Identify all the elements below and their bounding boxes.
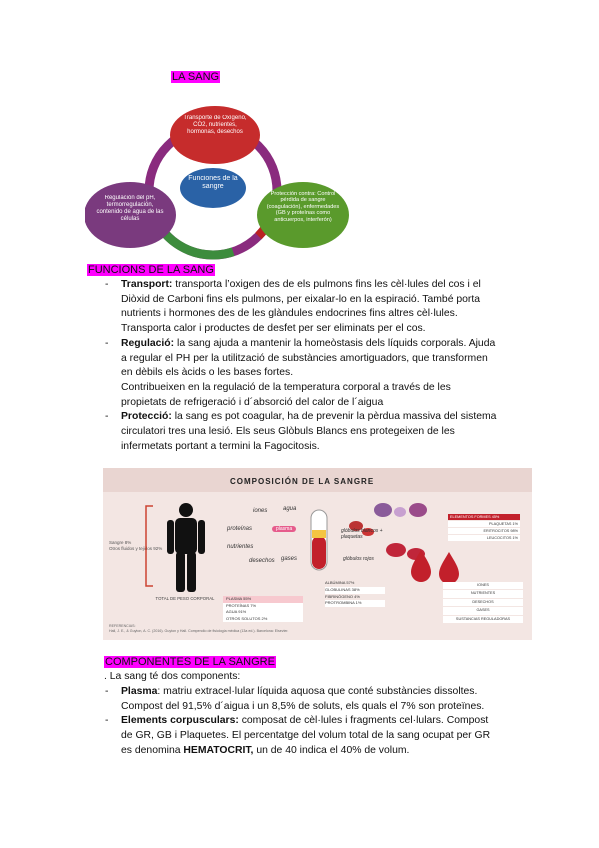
blood-cells-icon: [349, 503, 427, 560]
functions-list: Transport: transporta l’oxigen des de el…: [105, 278, 515, 454]
protection-label: Protección contra: Control pérdida de sa…: [266, 191, 340, 223]
regulation-label: Regulación del pH, termorregulación, con…: [96, 195, 164, 222]
human-body-icon: [167, 503, 205, 592]
list-item: infermetats portant a termini la Fagocit…: [121, 440, 320, 452]
protection-node: [257, 182, 349, 248]
regulation-node: [85, 182, 176, 248]
note-blood: Sangre 8%: [109, 540, 132, 545]
list-item: Compost del 91,5% d´aigua i un 8,5% de s…: [121, 700, 485, 712]
formed-elements-table: ELEMENTOS FORMES 45% PLAQUETAS 1% ERITRO…: [448, 514, 520, 541]
functions-diagram: Transporte de Oxígeno, CO2, nutrientes, …: [85, 106, 349, 260]
transport-label: Transporte de Oxígeno, CO2, nutrientes, …: [183, 115, 247, 135]
note-other: Otros fluidos y tejidos 92%: [109, 546, 163, 551]
references: REFERENCIAS: Hall, J. E., & Guyton, A. C…: [109, 624, 289, 633]
bracket-icon: [145, 505, 153, 587]
label-white-cells: glóbulos blancos + plaquetas: [341, 528, 383, 540]
list-item: Transport: transporta l’oxigen des de el…: [105, 278, 515, 293]
word-proteinas: proteínas: [227, 526, 253, 532]
center-node: [180, 168, 246, 208]
center-label: Funciones de la sangre: [188, 175, 238, 190]
list-item: de GR, GB i Plaquetes. El percentatge de…: [121, 730, 491, 742]
list-item: circulatori tres una lesió. Els seus Glò…: [121, 426, 455, 438]
list-item: propietats de refrigeració i d´absorció …: [121, 396, 384, 408]
section-heading-components: COMPONENTES DE LA SANGRE: [104, 656, 276, 668]
list-item: Regulació: la sang ajuda a mantenir la h…: [105, 337, 515, 352]
word-iones: iones: [253, 508, 268, 514]
word-desechos: desechos: [249, 558, 275, 564]
list-item: Plasma: matriu extracel·lular líquida aq…: [105, 685, 515, 700]
list-item: Contribueixen en la regulació de la temp…: [121, 381, 451, 393]
infographic-title: COMPOSICIÓN DE LA SANGRE: [230, 477, 375, 486]
test-tube-icon: [310, 509, 328, 571]
label-red-cells: glóbulos rojos: [343, 556, 374, 562]
section-heading-functions: FUNCIONS DE LA SANG: [87, 264, 215, 276]
word-plasma: plasma: [272, 526, 297, 532]
list-item: en dèbils els àcids o les bases fortes.: [121, 367, 294, 379]
blood-drops-icon: [411, 550, 459, 582]
list-item: es denomina HEMATOCRIT, un de 40 indica …: [121, 744, 410, 756]
components-intro: . La sang té dos components:: [104, 671, 241, 682]
transport-node: [170, 106, 260, 164]
page-title: LA SANG: [171, 71, 221, 83]
list-item: Elements corpusculars: composat de cèl·l…: [105, 714, 515, 729]
word-nutrientes: nutrientes: [227, 544, 254, 550]
plasma-breakdown: PLASMA 55% PROTEÍNAS 7% AGUA 91% OTROS S…: [223, 596, 303, 622]
list-item: nutrients i hormones des de les glàndule…: [121, 308, 458, 320]
other-solutes-list: IONES NUTRIENTES DESECHOS GASES SUSTANCI…: [443, 582, 523, 624]
protein-breakdown: ALBÚMINA 57% GLOBULINAS 38% FIBRINÓGENO …: [325, 580, 385, 608]
components-list: Plasma: matriu extracel·lular líquida aq…: [105, 685, 515, 759]
blood-composition-infographic: Sangre 8% Otros fluidos y tejidos 92% TO…: [103, 468, 532, 640]
list-item: Protecció: la sang es pot coagular, ha d…: [105, 410, 515, 425]
word-agua: agua: [283, 506, 297, 512]
list-item: Transporta calor i productes de desfet p…: [121, 323, 426, 335]
list-item: Diòxid de Carboni fins els pulmons, per …: [121, 293, 481, 305]
word-gases: gases: [281, 556, 298, 562]
body-caption: TOTAL DE PESO CORPORAL: [155, 596, 215, 601]
list-item: a regular el PH per la utilització de su…: [121, 352, 488, 364]
